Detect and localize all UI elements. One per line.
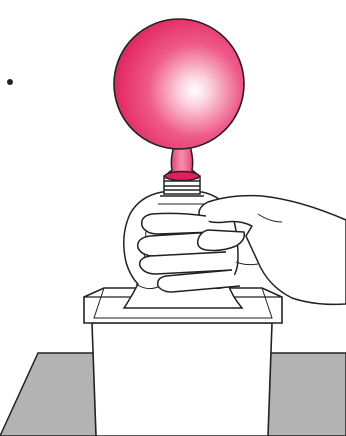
balloon-neck-lip	[165, 172, 199, 181]
balloon	[114, 19, 244, 149]
stray-dot	[7, 79, 13, 85]
container	[84, 288, 282, 436]
